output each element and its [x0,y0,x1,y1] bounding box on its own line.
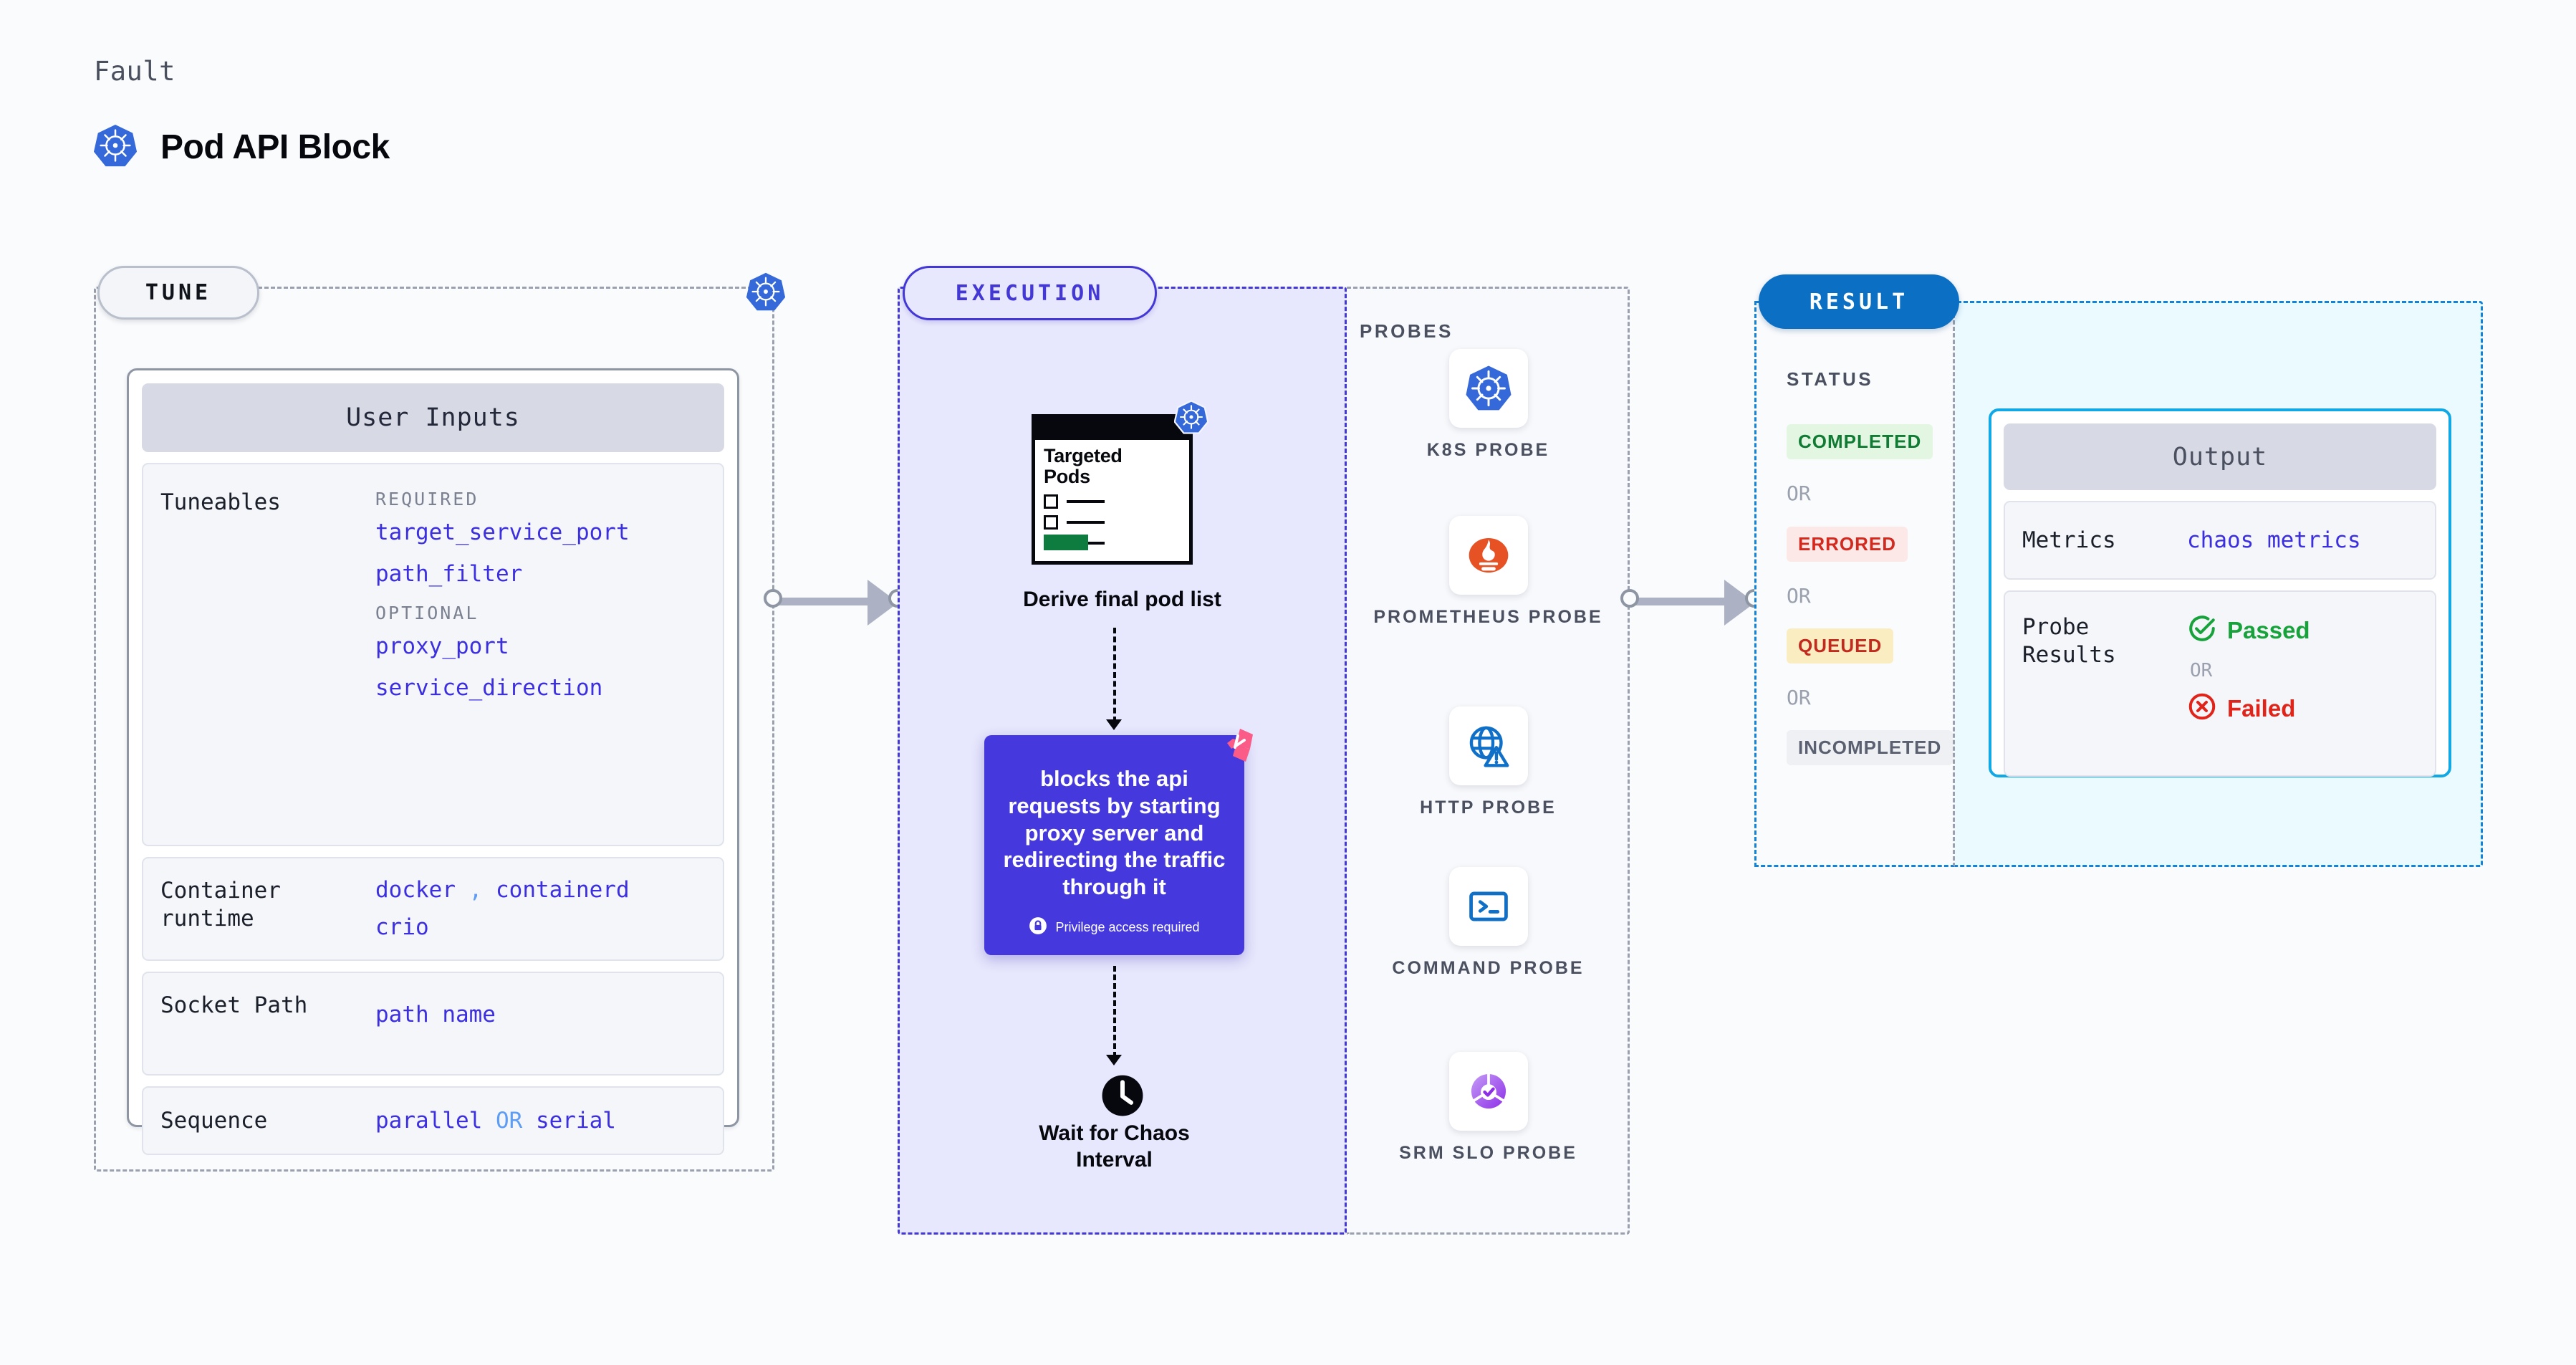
page-title-row: Pod API Block [93,123,390,171]
status-or-label: OR [1787,482,1811,505]
runtime-separator: , [468,877,483,903]
targeted-pods-illustration: Targeted Pods [1032,400,1209,565]
globe-warning-icon [1448,707,1528,785]
optional-label: OPTIONAL [375,603,479,623]
clock-icon [1097,1071,1148,1124]
status-badge: INCOMPLETED [1787,730,1953,765]
status-title: STATUS [1787,368,1874,390]
checkbox-icon [1044,515,1058,530]
sequence-operator: OR [495,1108,523,1134]
probe-failed-label: Failed [2227,694,2296,722]
check-circle-icon [2187,613,2217,647]
x-circle-icon [2187,691,2217,725]
status-or-label: OR [1787,584,1811,608]
user-inputs-card: User Inputs Tuneables REQUIRED target_se… [127,368,739,1155]
checkbox-icon [1044,494,1058,509]
kubernetes-icon [746,272,786,315]
flow-connector [1113,966,1116,1058]
probe-label: PROMETHEUS PROBE [1373,607,1603,627]
required-label: REQUIRED [375,489,479,509]
runtime-option[interactable]: containerd [496,877,630,903]
flow-connector [1113,628,1116,722]
slo-donut-icon [1448,1052,1528,1131]
sequence-values: parallel OR serial [375,1108,616,1134]
kubernetes-icon [1448,349,1528,428]
action-description: blocks the api requests by starting prox… [1003,766,1226,900]
container-runtime-label: Container runtime [160,878,281,931]
lock-icon [1029,916,1047,939]
privilege-note: Privilege access required [984,916,1244,939]
status-badge: ERRORED [1787,527,1908,562]
probes-title: PROBES [1360,320,1453,342]
probe-srm-slo[interactable]: SRM SLO PROBE [1347,1052,1630,1164]
user-inputs-title: User Inputs [142,383,724,452]
probe-passed-label: Passed [2227,616,2310,643]
page-kicker: Fault [94,56,176,87]
sequence-option[interactable]: serial [535,1108,616,1134]
probe-results-row: Probe Results Passed OR [2004,590,2436,777]
prometheus-icon [1448,516,1528,595]
flow-arrow-icon [1106,719,1122,730]
kubernetes-icon [93,123,138,171]
metrics-label: Metrics [2022,527,2116,553]
probe-k8s[interactable]: K8S PROBE [1347,349,1630,461]
socket-path-value[interactable]: path name [375,1002,496,1028]
probe-results-values: Passed OR Failed [2187,613,2310,725]
runtime-option[interactable]: docker [375,877,456,903]
targeted-pods-title-line2: Pods [1044,465,1090,487]
privilege-text: Privilege access required [1055,920,1200,934]
terminal-icon [1448,867,1528,946]
sequence-option[interactable]: parallel [375,1108,483,1134]
harness-logo-icon [1214,724,1257,771]
execution-panel-tag: EXECUTION [903,266,1157,320]
metrics-row: Metrics chaos metrics [2004,501,2436,580]
probe-label: SRM SLO PROBE [1399,1143,1577,1163]
status-badge: COMPLETED [1787,424,1933,459]
status-or-label: OR [1787,686,1811,709]
container-runtime-values: docker , containerd crio [375,877,630,941]
probe-command[interactable]: COMMAND PROBE [1347,867,1630,980]
socket-path-row: Socket Path path name [142,972,724,1076]
sequence-label: Sequence [160,1107,268,1134]
action-card: blocks the api requests by starting prox… [984,729,1253,955]
probe-label: HTTP PROBE [1420,798,1557,818]
probe-prometheus[interactable]: PROMETHEUS PROBE [1347,516,1630,628]
result-status-strip [1754,301,1955,867]
socket-path-label: Socket Path [160,992,308,1018]
tuneables-row: Tuneables REQUIRED target_service_port p… [142,463,724,846]
tuneable-item[interactable]: target_service_port [375,519,630,545]
sequence-row: Sequence parallel OR serial [142,1086,724,1155]
kubernetes-icon [1173,400,1209,438]
output-title: Output [2004,423,2436,490]
flow-arrow-icon [1106,1055,1122,1065]
container-runtime-row: Container runtime docker , containerd cr… [142,857,724,961]
tune-panel-boundary [94,287,774,1172]
runtime-option[interactable]: crio [375,914,429,940]
derive-pod-list-label: Derive final pod list [1023,588,1221,611]
tuneables-values: REQUIRED target_service_port path_filter… [375,489,630,826]
tuneables-label: Tuneables [160,489,281,515]
probe-label: COMMAND PROBE [1392,958,1585,978]
metrics-value[interactable]: chaos metrics [2187,527,2361,553]
probe-http[interactable]: HTTP PROBE [1347,707,1630,819]
page-title: Pod API Block [160,128,390,166]
status-badge: QUEUED [1787,628,1894,664]
probe-or-label: OR [2190,660,2213,681]
result-panel-tag: RESULT [1759,274,1959,329]
progress-bar [1044,535,1088,550]
tuneable-item[interactable]: path_filter [375,561,523,587]
tuneable-item[interactable]: proxy_port [375,633,509,659]
tuneable-item[interactable]: service_direction [375,675,603,701]
probe-results-label: Probe Results [2022,614,2116,668]
wait-interval-label: Wait for Chaos Interval [1039,1121,1190,1172]
targeted-pods-title-line1: Targeted [1044,445,1123,466]
tune-panel-tag: TUNE [97,266,259,320]
output-card: Output Metrics chaos metrics Probe Resul… [1989,408,2451,777]
probe-label: K8S PROBE [1426,440,1550,460]
